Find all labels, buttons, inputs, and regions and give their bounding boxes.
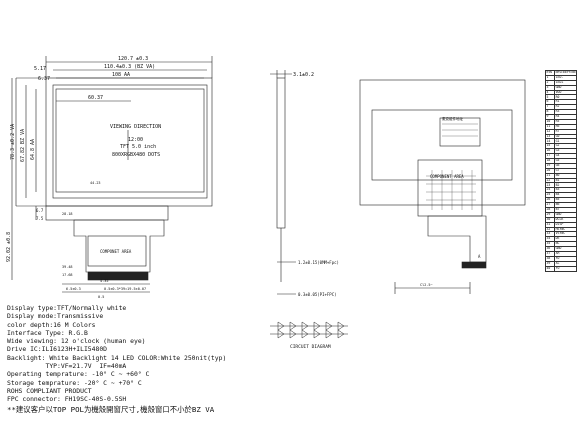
dim-small-1: 44.23	[90, 181, 101, 185]
spec-note: **建议客户以TOP POL为機殼開窗尺寸,機殼窗口不小於BZ VA	[7, 404, 215, 414]
pin-header-desc: DESCRIPTION	[554, 70, 577, 76]
dim-side-6-7: 6.7	[36, 208, 44, 213]
back-component-area	[417, 159, 483, 217]
dim-height-aa: 64.8 AA	[30, 139, 36, 160]
pin-number: 40	[544, 265, 556, 272]
label-component-area: COMPONET AREA	[100, 249, 132, 254]
dim-height-va: 78.3 ±0.2 VA	[10, 124, 16, 160]
label-resolution: 800XRGBX480 DOTS	[112, 152, 160, 158]
dim-bz-va: 110.4±0.3 (BZ VA)	[104, 64, 155, 70]
dim-bottom-0-5: 0.5	[98, 295, 104, 299]
dim-side-thickness: 3.1±0.2	[293, 72, 314, 78]
spec-line: color depth:16 M Colors	[7, 320, 96, 329]
dim-height-bz: 67.82 BZ VA	[20, 129, 26, 162]
label-viewing-direction: VIEWING DIRECTION	[110, 124, 161, 130]
dim-outline-width: 120.7 ±0.3	[118, 56, 148, 62]
dim-bottom-pitch: 0.5±0.3*39=19.5±0.07	[104, 287, 146, 291]
front-connector	[87, 271, 149, 281]
front-fpc-component	[87, 235, 147, 267]
dim-bottom-6-5: 6.5±0.3	[66, 287, 81, 291]
spec-line: ROHS COMPLIANT PRODUCT	[7, 386, 92, 395]
back-label-component-area: COMPONENT AREA	[430, 174, 464, 179]
dim-small-3: 39.48	[62, 265, 73, 269]
dim-left-5-17: 5.17	[34, 66, 46, 72]
front-bz-va	[52, 84, 208, 199]
dim-bottom-4-35: 4.35	[100, 279, 108, 283]
spec-line: Backlight: White Backlight 14 LED COLOR:…	[7, 353, 227, 362]
spec-line: Interface Type: R.G.B	[7, 328, 88, 337]
back-outline	[359, 79, 526, 206]
dim-fpc-thick: 1.2±0.15(0MM+Fpc)	[298, 260, 339, 265]
label-twelve: 12:00	[128, 137, 143, 143]
back-label-sticker: 麦克组件地址	[442, 116, 463, 121]
label-tft: TFT 5.0 inch	[120, 144, 156, 150]
dim-small-4: 17.68	[62, 273, 73, 277]
dim-small-2: 28.18	[62, 212, 73, 216]
back-label-pin-a: A	[478, 254, 481, 259]
spec-line: Display type:TFT/Normally white	[7, 304, 127, 312]
spec-line: Storage temprature: -20° C ~ +70° C	[7, 378, 142, 387]
spec-line: FPC connector: FH19SC-40S-0.5SH	[7, 395, 127, 404]
dim-inner-60-37: 60.37	[88, 95, 103, 101]
back-sticker	[439, 117, 481, 147]
back-connector	[461, 261, 487, 269]
dim-aa-width: 108 AA	[112, 72, 130, 78]
spec-line: TYP:VF=21.7V IF=40mA	[7, 362, 127, 371]
spec-line: Operating temprature: -10° C ~ +60° C	[7, 370, 150, 379]
side-panel	[276, 77, 286, 229]
front-fpc	[73, 219, 165, 273]
pin-description: YU	[554, 265, 577, 272]
dim-fpc-thick2: 0.3±0.05(PI+FPC)	[298, 292, 337, 297]
spec-list: Display type:TFT/Normally white Display …	[7, 304, 337, 414]
dim-left-6-37: 6.37	[38, 76, 50, 82]
spec-line: Drive IC:ILI6123H+ILI5480D	[7, 345, 108, 354]
front-active-area	[55, 88, 205, 193]
circuit-diagram	[270, 321, 348, 339]
spec-line: Wide viewing: 12 o'clock (human eye)	[7, 337, 146, 346]
circuit-label: CIRCUIT DIAGRAM	[290, 344, 331, 350]
back-label-fpc-dim: Cl2.5~	[420, 283, 433, 287]
dim-side-7-5: 7.5	[36, 216, 44, 221]
dim-height-total: 92.02 ±0.8	[6, 232, 12, 262]
spec-line: Display mode:Transmissive	[7, 312, 104, 321]
